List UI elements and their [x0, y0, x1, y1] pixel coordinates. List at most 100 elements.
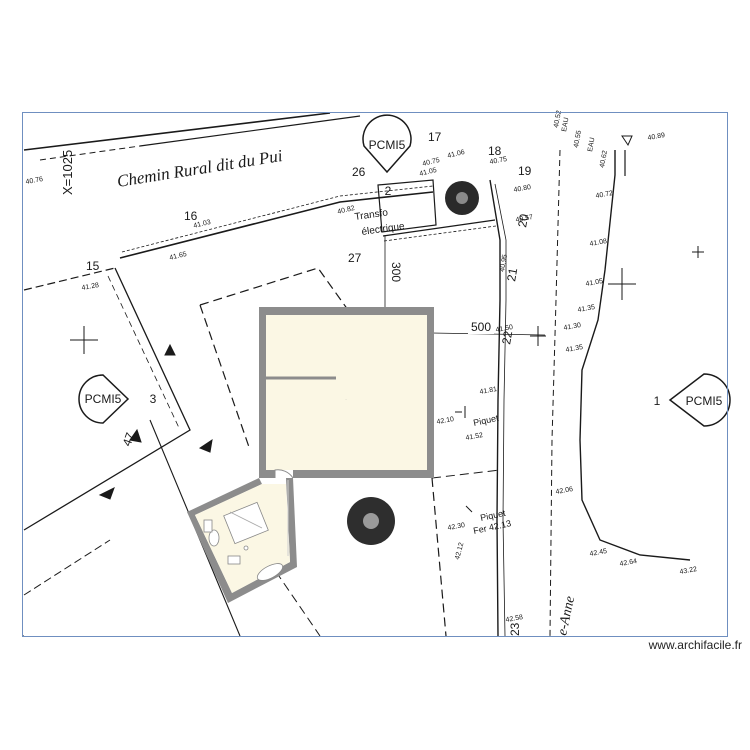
transfo-label: Transfo [354, 207, 389, 223]
elevation: 41.30 [563, 322, 582, 332]
dashed-outline [199, 267, 349, 341]
elevation: 41.35 [565, 344, 584, 354]
elevation: 42.10 [436, 416, 455, 426]
parcel-boundary [23, 539, 111, 596]
elevation: 42.45 [589, 548, 608, 558]
dashed-outline [431, 469, 501, 479]
proposed-building[interactable]: ... [187, 307, 434, 603]
elevation: 42.30 [447, 522, 466, 532]
elevation: EAU [561, 117, 570, 132]
elevation: 40.76 [25, 176, 44, 186]
parcel-boundary [119, 191, 434, 259]
elevation: 40.57 [515, 214, 534, 224]
elevation: 43.22 [679, 566, 698, 576]
boundary-arrow [98, 486, 115, 500]
elevation: 41.06 [447, 149, 466, 160]
elevation: 42.64 [619, 558, 638, 568]
toilet-icon [208, 529, 220, 547]
survey-cross [692, 246, 704, 258]
pcmi-number: 1 [654, 394, 661, 408]
parcel-boundary [107, 275, 181, 431]
elevation: 41.05 [419, 167, 438, 178]
shower-icon [223, 501, 269, 545]
survey-cross [608, 268, 636, 300]
elevation: 41.65 [169, 251, 188, 262]
parcel-boundary [494, 183, 507, 637]
elevation: 40.75 [489, 156, 508, 166]
point-number: 47 [120, 430, 138, 448]
point-number: 22 [499, 330, 515, 346]
survey-cross [70, 326, 98, 354]
cadastral-background [23, 112, 704, 637]
dashed-outline [199, 304, 251, 451]
point-number: 18 [488, 144, 502, 158]
pcmi-marker-right: PCMI5 1 [654, 373, 731, 427]
elevation: 42.12 [454, 542, 465, 561]
point-number: 19 [518, 164, 532, 178]
elevation: 40.80 [513, 184, 532, 194]
road-curve [579, 150, 691, 561]
point-number: 27 [348, 251, 362, 265]
bathtub-icon [256, 563, 284, 581]
boundary-arrow [198, 438, 213, 453]
bathroom-fixtures [203, 501, 284, 581]
parcel-boundary [121, 185, 434, 253]
elevation: 41.52 [465, 432, 484, 442]
point-number: 23 [508, 622, 522, 636]
main-room[interactable] [266, 315, 427, 470]
dimension-500: 500 [471, 320, 491, 334]
road-edge [23, 112, 331, 151]
pcmi-label: PCMI5 [369, 138, 406, 152]
plan-frame [22, 112, 728, 637]
road-edge [139, 115, 361, 147]
elevation: 40.55 [573, 130, 583, 149]
road-curve [549, 149, 561, 637]
survey-cross [530, 326, 546, 346]
pcmi-marker-left: PCMI5 3 [78, 374, 157, 424]
elevation: 41.35 [577, 304, 596, 314]
elevation: 40.72 [595, 190, 614, 200]
elevation: 40.82 [337, 205, 356, 216]
watermark-footer[interactable]: www.archifacile.fr [648, 638, 742, 652]
elevation: 41.28 [81, 282, 100, 292]
transfo-fence [383, 225, 497, 242]
point-number: 26 [352, 165, 366, 179]
room-label: ... [345, 397, 348, 401]
point-number: 21 [504, 267, 520, 283]
elevation: 41.08 [589, 238, 608, 248]
pcmi-marker-top: PCMI5 2 [362, 114, 412, 198]
road-edge [39, 145, 141, 161]
boundary-arrow [129, 428, 142, 443]
parcel-boundary [23, 267, 116, 291]
pcmi-label: PCMI5 [686, 394, 723, 408]
elevation: 40.62 [599, 150, 609, 169]
point-number: 16 [184, 209, 198, 223]
meter-marker [465, 505, 473, 513]
point-number: 20 [515, 213, 531, 229]
elevation: 41.05 [585, 278, 604, 288]
boundary-arrow [164, 343, 176, 356]
elevation: 41.03 [193, 219, 212, 230]
point-number: 15 [86, 259, 100, 273]
elevation: 40.52 [553, 110, 563, 129]
elevation: 42.06 [555, 486, 574, 496]
dimension-300: 300 [389, 262, 403, 282]
parcel-boundary [489, 179, 501, 637]
pcmi-number: 3 [150, 392, 157, 406]
elevation: 40.95 [499, 254, 509, 273]
transfo-fence [382, 219, 496, 237]
elevation: 41.50 [495, 324, 514, 334]
dashed-outline [431, 477, 447, 637]
elevation: EAU [587, 137, 596, 152]
elevation: 40.75 [422, 157, 441, 168]
pcmi-label: PCMI5 [85, 392, 122, 406]
transfo-enclosure [377, 179, 437, 233]
elevation: 42.58 [505, 614, 524, 624]
annex-wall [187, 478, 297, 603]
door-swing [274, 469, 294, 479]
pcmi-number: 2 [385, 184, 392, 198]
coord-label: X=1025 [60, 150, 75, 195]
point-number: 17 [428, 130, 442, 144]
parcel-boundary [23, 267, 191, 531]
